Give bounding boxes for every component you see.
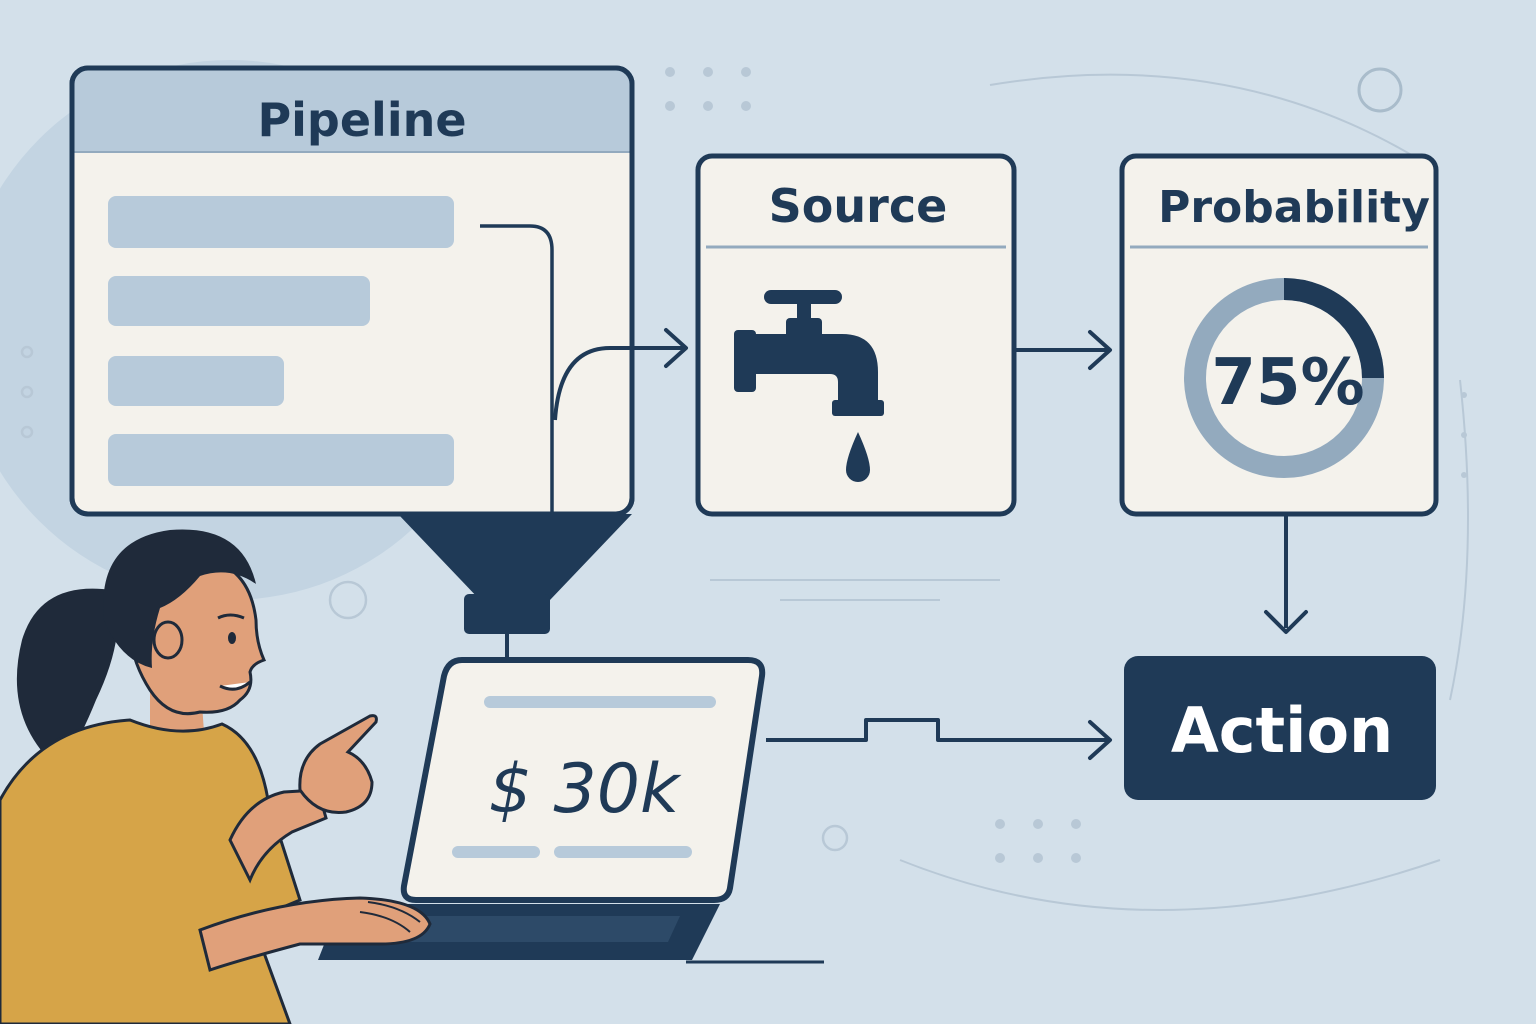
faucet-icon	[734, 290, 884, 482]
pipeline-header	[74, 70, 630, 152]
pipeline-row-2	[108, 276, 370, 326]
probability-title: Probability	[1158, 182, 1430, 233]
pointing-hand	[298, 714, 378, 815]
woman-pointing-at-laptop	[0, 529, 432, 1024]
action-label: Action	[1171, 694, 1393, 767]
pipeline-panel: Pipeline	[69, 65, 635, 517]
laptop-lid	[400, 657, 766, 903]
laptop-amount: $ 30k	[489, 750, 682, 829]
probability-ring-segment	[1283, 278, 1384, 379]
hair	[103, 529, 256, 668]
probability-value: 75%	[1211, 346, 1364, 420]
pipeline-title: Pipeline	[257, 93, 466, 147]
arrow-pipeline-to-source	[553, 328, 688, 421]
arrow-laptop-to-action	[766, 718, 1112, 760]
source-panel: Source	[695, 153, 1017, 517]
pipeline-row-4	[108, 434, 454, 486]
source-title: Source	[769, 179, 948, 233]
pipeline-connector-line	[480, 224, 554, 514]
arrow-probability-to-action	[1264, 516, 1308, 634]
laptop: $ 30k	[318, 657, 824, 964]
probability-ring	[1184, 278, 1384, 478]
pipeline-rows	[108, 196, 454, 486]
arrow-source-to-probability	[1016, 330, 1112, 370]
funnel-icon	[398, 514, 632, 662]
action-button[interactable]: Action	[1124, 656, 1436, 800]
pipeline-row-1	[108, 196, 454, 248]
pipeline-row-3	[108, 356, 284, 406]
water-drop-icon	[846, 432, 870, 482]
probability-panel: Probability 75%	[1119, 153, 1439, 517]
